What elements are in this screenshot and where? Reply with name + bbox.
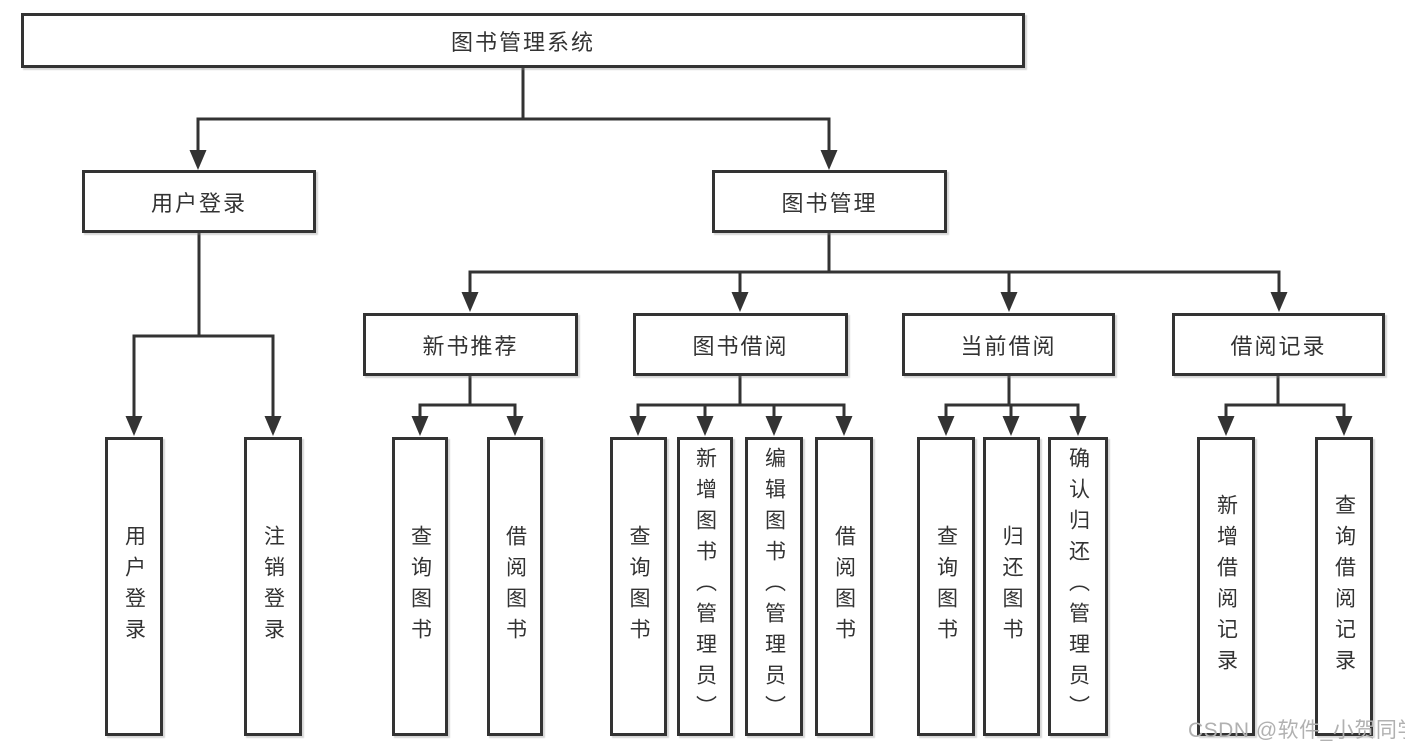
leaf-current-query-book: 查询图书: [917, 437, 975, 736]
leaf-add-book-admin: 新增图书（管理员）: [677, 437, 733, 736]
leaf-label: 查询图书: [934, 524, 958, 649]
arrowhead: [765, 416, 783, 436]
arrowhead: [461, 292, 479, 312]
leaf-query-borrow-record: 查询借阅记录: [1315, 437, 1373, 736]
leaf-edit-book-admin: 编辑图书（管理员）: [745, 437, 803, 736]
leaf-label: 新增借阅记录: [1214, 493, 1238, 680]
node-current-borrow: 当前借阅: [902, 313, 1115, 376]
arrowhead: [1335, 416, 1353, 436]
node-label: 用户登录: [150, 190, 247, 216]
arrowhead: [1217, 416, 1235, 436]
leaf-label: 归还图书: [1000, 524, 1023, 649]
connector-current-group: [944, 376, 1080, 416]
node-label: 新书推荐: [422, 333, 519, 359]
node-book-management: 图书管理: [712, 170, 947, 233]
node-label: 当前借阅: [960, 333, 1057, 359]
connector-recommend-group: [418, 376, 517, 416]
node-borrow-records: 借阅记录: [1172, 313, 1385, 376]
leaf-confirm-return-admin: 确认归还（管理员）: [1048, 437, 1108, 736]
leaf-recommend-query-book: 查询图书: [392, 437, 448, 736]
arrowhead: [1270, 292, 1288, 312]
arrowhead: [820, 150, 838, 170]
leaf-recommend-borrow-book: 借阅图书: [487, 437, 543, 736]
leaf-label: 查询图书: [627, 524, 650, 649]
leaf-user-login: 用户登录: [105, 437, 163, 736]
arrowhead: [1000, 292, 1018, 312]
leaf-label: 查询图书: [408, 524, 432, 649]
node-label: 图书管理系统: [450, 29, 595, 55]
leaf-label: 新增图书（管理员）: [693, 447, 717, 726]
arrowhead: [125, 416, 143, 436]
leaf-label: 确认归还（管理员）: [1066, 447, 1090, 726]
node-label: 图书管理: [781, 190, 878, 216]
leaf-label: 编辑图书（管理员）: [762, 447, 786, 726]
connector-records-group: [1224, 376, 1346, 416]
leaf-borrow-query-book: 查询图书: [610, 437, 667, 736]
leaf-label: 查询借阅记录: [1332, 493, 1356, 680]
leaf-label: 注销登录: [261, 524, 285, 649]
arrowhead: [835, 416, 853, 436]
node-label: 图书借阅: [692, 333, 789, 359]
leaf-label: 借阅图书: [503, 524, 527, 649]
connector-root-to-level2: [196, 68, 831, 150]
arrowhead: [411, 416, 429, 436]
leaf-borrow-book: 借阅图书: [815, 437, 873, 736]
arrowhead: [696, 416, 714, 436]
arrowhead: [731, 292, 749, 312]
leaf-return-book: 归还图书: [983, 437, 1040, 736]
arrowhead: [506, 416, 524, 436]
arrowhead: [1002, 416, 1020, 436]
leaf-add-borrow-record: 新增借阅记录: [1197, 437, 1255, 736]
arrowhead: [937, 416, 955, 436]
node-label: 借阅记录: [1230, 333, 1327, 359]
arrowhead: [1069, 416, 1087, 436]
leaf-label: 借阅图书: [832, 524, 856, 649]
leaf-label: 用户登录: [122, 524, 146, 649]
connector-book-mgmt-to-level3: [468, 233, 1281, 292]
node-root-system: 图书管理系统: [21, 13, 1025, 68]
csdn-watermark: CSDN @软件_小贺同学: [1188, 719, 1405, 742]
connector-user-login-group: [132, 233, 275, 416]
node-user-login: 用户登录: [82, 170, 316, 233]
arrowhead: [629, 416, 647, 436]
connector-borrow-group: [636, 376, 846, 416]
arrowhead: [264, 416, 282, 436]
node-book-borrow: 图书借阅: [633, 313, 848, 376]
node-new-book-recommend: 新书推荐: [363, 313, 578, 376]
arrowhead: [189, 150, 207, 170]
leaf-logout: 注销登录: [244, 437, 302, 736]
